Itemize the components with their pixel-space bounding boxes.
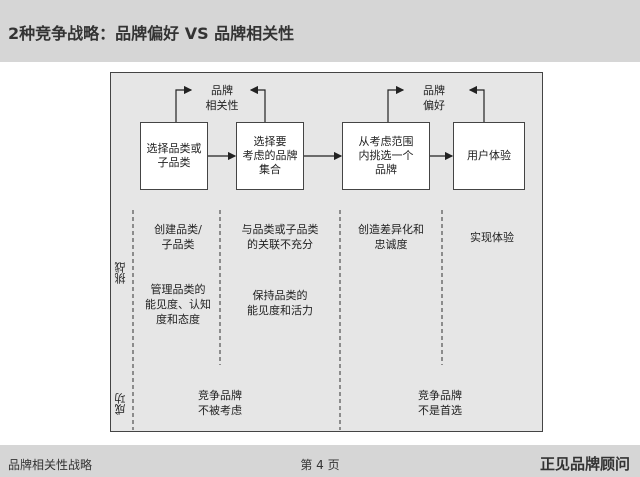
preference-arrow-right: [468, 85, 485, 122]
preference-arrow-left: [387, 85, 405, 122]
success-left: 竞争品牌 不被考虑: [198, 389, 242, 417]
label-brand-relevance: 品牌 相关性: [205, 84, 239, 112]
step-box-pick-brand: 从考虑范围 内挑选一个 品牌: [342, 122, 430, 190]
row-label-challenge: 挑战: [114, 262, 127, 284]
step-box-consideration-set: 选择要 考虑的品牌 集合: [236, 122, 304, 190]
label-brand-preference: 品牌 偏好: [423, 84, 445, 112]
step-box-user-experience: 用户体验: [453, 122, 525, 190]
footer-brand-logo: 正见品牌顾问: [539, 455, 630, 473]
challenge-col3-a: 创造差异化和 忠诚度: [358, 223, 424, 251]
relevance-arrow: [175, 85, 193, 122]
page-number: 第 4 页: [300, 458, 340, 472]
challenge-col2-a: 与品类或子品类 的关联不充分: [241, 223, 319, 251]
slide-title: 2种竞争战略：品牌偏好 VS 品牌相关性: [8, 24, 295, 43]
footer-bar: 品牌相关性战略 第 4 页 正见品牌顾问: [0, 445, 640, 477]
success-right: 竞争品牌 不是首选: [418, 389, 462, 417]
step-box-choose-category: 选择品类或 子品类: [140, 122, 208, 190]
relevance-arrow-right: [249, 85, 266, 122]
header-bar: 2种竞争战略：品牌偏好 VS 品牌相关性: [0, 0, 640, 62]
challenge-col4-a: 实现体验: [470, 231, 514, 244]
challenge-col2-b: 保持品类的 能见度和活力: [247, 289, 313, 317]
row-label-success: 成功: [114, 393, 127, 415]
challenge-col1-b: 管理品类的 能见度、认知 度和态度: [145, 283, 211, 326]
footer-section-title: 品牌相关性战略: [8, 458, 93, 472]
challenge-col1-a: 创建品类/ 子品类: [154, 223, 202, 251]
